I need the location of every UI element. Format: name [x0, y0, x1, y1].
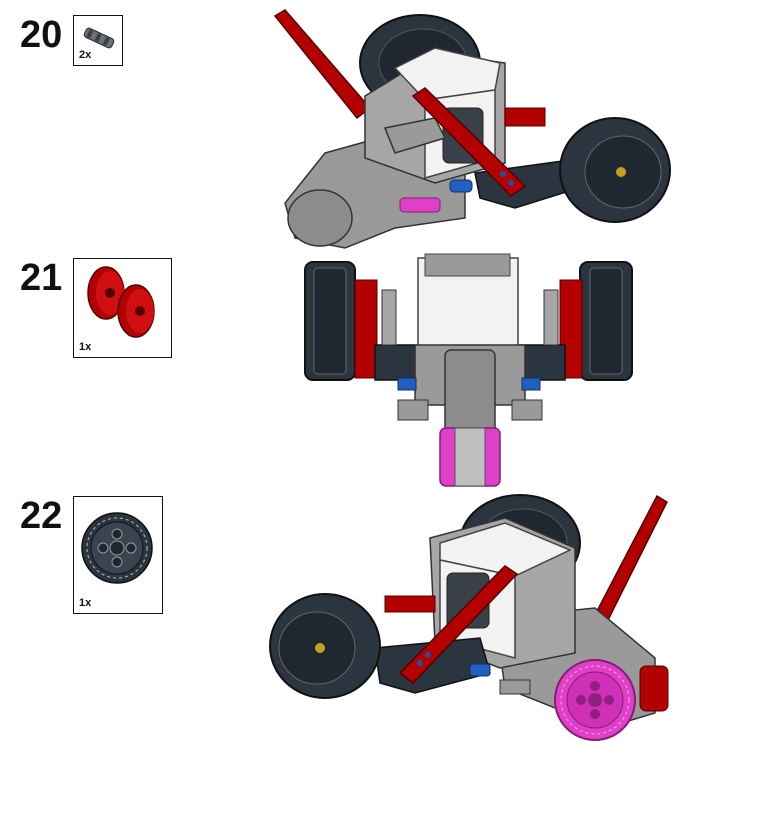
step-number-21: 21 [20, 257, 63, 299]
parts-callout-step-20: 2x [73, 15, 123, 66]
model-step-20 [273, 9, 671, 249]
step-number-22: 22 [20, 495, 63, 537]
part-quantity: 1x [79, 597, 92, 609]
part-quantity: 1x [79, 341, 92, 353]
model-step-22 [269, 494, 669, 741]
red-bush-pair-icon [87, 266, 155, 338]
parts-callout-step-22: 1x [73, 496, 163, 614]
parts-callout-step-21: 1x [73, 258, 172, 358]
model-step-21 [304, 253, 633, 487]
gear-36-tooth-icon [81, 512, 153, 584]
axle-connector-icon [83, 27, 115, 49]
part-quantity: 2x [79, 49, 92, 61]
step-number-20: 20 [20, 14, 63, 56]
